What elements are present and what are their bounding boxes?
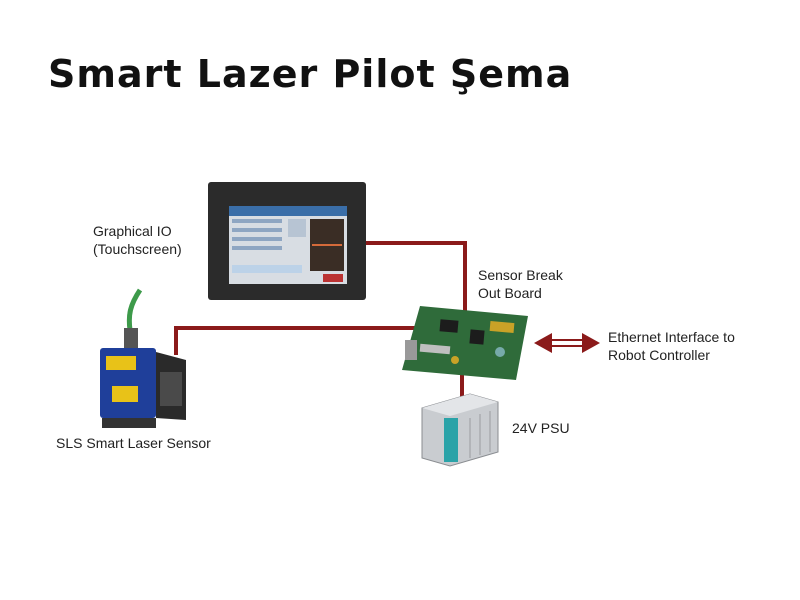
ethernet-interface-label: Ethernet Interface to Robot Controller	[608, 329, 735, 363]
psu-label: 24V PSU	[512, 420, 570, 436]
cable-sensor-to-board	[174, 326, 420, 355]
cable-screen-to-board	[365, 241, 467, 312]
graphical-io-label: Graphical IO (Touchscreen)	[93, 223, 182, 257]
laser-sensor-device	[100, 288, 186, 428]
cables	[174, 241, 467, 398]
sensor-breakout-label: Sensor Break Out Board	[478, 267, 563, 301]
touchscreen-device	[208, 182, 366, 300]
ethernet-double-arrow-icon	[534, 333, 600, 353]
sls-sensor-label: SLS Smart Laser Sensor	[56, 435, 211, 451]
breakout-board-device	[402, 306, 528, 380]
page-title: Smart Lazer Pilot Şema	[48, 52, 573, 96]
psu-device	[421, 393, 499, 467]
